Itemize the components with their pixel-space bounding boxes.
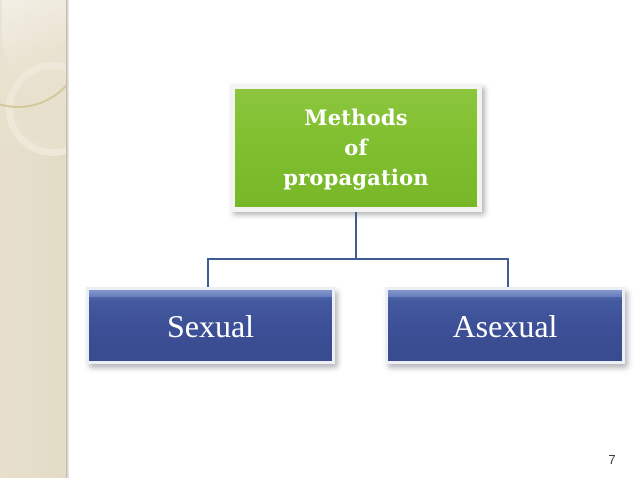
gold-ring-icon	[0, 0, 66, 108]
diagram-node-sexual[interactable]: Sexual	[86, 287, 335, 364]
connector-root-stem	[355, 212, 357, 260]
decorative-sidebar-band	[0, 0, 66, 478]
page-number: 7	[608, 452, 616, 467]
connector-horizontal-bar	[207, 258, 509, 260]
connector-branch-right	[507, 258, 509, 290]
node-label-asexual: Asexual	[452, 307, 558, 344]
root-label-line-2: of	[344, 135, 368, 160]
root-label-line-1: Methods	[304, 105, 408, 130]
node-label-sexual: Sexual	[166, 307, 255, 344]
sidebar-edge-divider	[66, 0, 69, 478]
root-label-line-3: propagation	[283, 165, 429, 190]
connector-branch-left	[207, 258, 209, 290]
diagram-node-asexual[interactable]: Asexual	[385, 287, 625, 364]
diagram-node-root[interactable]: Methods of propagation	[230, 84, 482, 212]
